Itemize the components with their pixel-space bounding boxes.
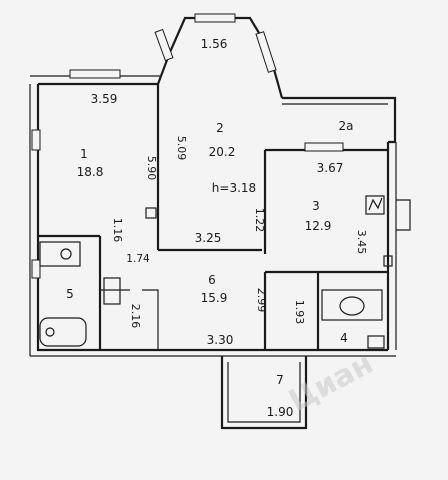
room-7-number: 7 bbox=[276, 373, 284, 387]
dim-r1-width: 3.59 bbox=[91, 92, 118, 106]
bath-fixtures bbox=[39, 241, 385, 349]
room-5-number: 5 bbox=[66, 287, 74, 301]
windows bbox=[31, 13, 344, 279]
toilet-bowl-r4 bbox=[339, 296, 365, 316]
sink-r4 bbox=[367, 335, 385, 349]
window-left-2 bbox=[31, 259, 41, 279]
outlet bbox=[383, 255, 393, 267]
dim-r1-height: 5.90 bbox=[145, 156, 158, 181]
misc-marks bbox=[145, 195, 393, 267]
dim-r3-height: 3.45 bbox=[355, 230, 368, 255]
sink-bowl-r5 bbox=[60, 248, 72, 260]
room-2a-number: 2а bbox=[339, 119, 354, 133]
window-bay-right bbox=[255, 31, 277, 73]
bathtub-drain-r5 bbox=[45, 327, 55, 337]
dim-r6-height: 2.99 bbox=[255, 288, 268, 313]
interior-walls bbox=[38, 84, 388, 350]
dim-r4-height: 1.93 bbox=[293, 300, 306, 325]
column-1 bbox=[145, 207, 157, 219]
zigzag-icon bbox=[368, 197, 383, 211]
bathtub-r5 bbox=[39, 317, 87, 347]
room-2-number: 2 bbox=[216, 121, 224, 135]
window-r1 bbox=[69, 69, 121, 79]
dim-corridor-small: 1.74 bbox=[126, 253, 150, 265]
room-2-area: 20.2 bbox=[209, 145, 236, 159]
window-left-1 bbox=[31, 129, 41, 151]
room-6-area: 15.9 bbox=[201, 291, 228, 305]
boiler-r5 bbox=[103, 277, 121, 305]
dim-r5-height: 2.16 bbox=[129, 304, 142, 329]
dim-r6-width: 3.30 bbox=[207, 333, 234, 347]
room-3-area: 12.9 bbox=[305, 219, 332, 233]
room-6-number: 6 bbox=[208, 273, 216, 287]
room-4-number: 4 bbox=[340, 331, 348, 345]
window-bay-top bbox=[194, 13, 236, 23]
sink-r5 bbox=[39, 241, 81, 267]
room-1-number: 1 bbox=[80, 147, 88, 161]
dim-r7-width: 1.90 bbox=[267, 405, 294, 419]
room-1-area: 18.8 bbox=[77, 165, 104, 179]
dimension-labels: 1.56 3.59 5.90 5.09 3.67 3.45 3.25 1.22 … bbox=[91, 37, 368, 419]
dim-hall-door: 1.22 bbox=[253, 208, 266, 233]
dim-r2-height: 5.09 bbox=[175, 136, 188, 161]
dim-bay-top: 1.56 bbox=[201, 37, 228, 51]
room-labels: 1 18.8 2 20.2 2а 3 12.9 4 5 6 15.9 7 bbox=[66, 119, 353, 387]
toilet-area-r4 bbox=[321, 289, 383, 321]
dim-r3-width: 3.67 bbox=[317, 161, 344, 175]
window-bay-left bbox=[154, 28, 174, 62]
watermark-text: Циан bbox=[283, 346, 379, 419]
electric-panel bbox=[365, 195, 385, 215]
ceiling-height-note: h=3.18 bbox=[212, 181, 256, 195]
dim-hall-upper: 3.25 bbox=[195, 231, 222, 245]
room-3-number: 3 bbox=[312, 199, 320, 213]
dim-corridor-width: 1.16 bbox=[111, 218, 124, 243]
balcony-r7 bbox=[220, 356, 308, 430]
window-r3 bbox=[304, 142, 344, 152]
